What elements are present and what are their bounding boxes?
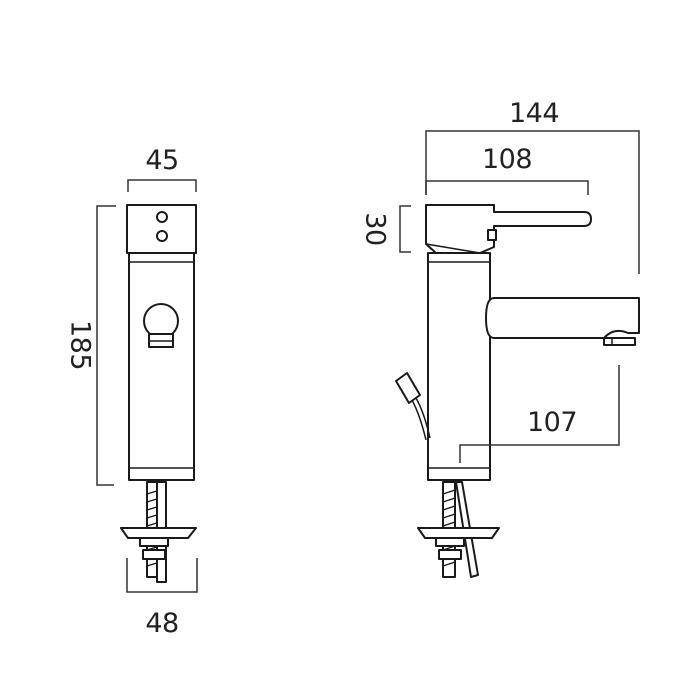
dimension-overall-depth-label: 144 [509,98,559,129]
side-view: 144 108 30 107 [360,98,640,578]
front-indicator-upper [156,211,168,223]
dimension-base-width-label: 48 [145,608,178,639]
side-body [427,252,491,481]
side-popup-rod [395,372,431,441]
front-fixing-kit [120,481,197,583]
front-spout [143,303,179,348]
front-view: 45 185 [65,145,198,639]
dimension-lever-height-label: 30 [360,212,391,245]
dimension-overall-height: 185 [65,205,116,486]
dimension-top-width-label: 45 [145,145,178,176]
dimension-overall-height-label: 185 [65,320,96,370]
dimension-spout-reach-label: 107 [527,407,577,438]
dimension-base-width: 48 [126,558,198,639]
dimension-lever-height: 30 [360,205,411,253]
front-indicator-lower [156,230,168,242]
dimension-lever-length: 108 [425,144,589,195]
side-fixing-kit [417,481,500,578]
dimension-overall-depth: 144 [425,98,640,274]
dimension-top-width: 45 [127,145,197,192]
front-body [128,252,195,481]
dimension-spout-reach: 107 [459,365,620,463]
dimension-lever-length-label: 108 [482,144,532,175]
side-lever [425,204,592,254]
side-spout [485,297,640,346]
